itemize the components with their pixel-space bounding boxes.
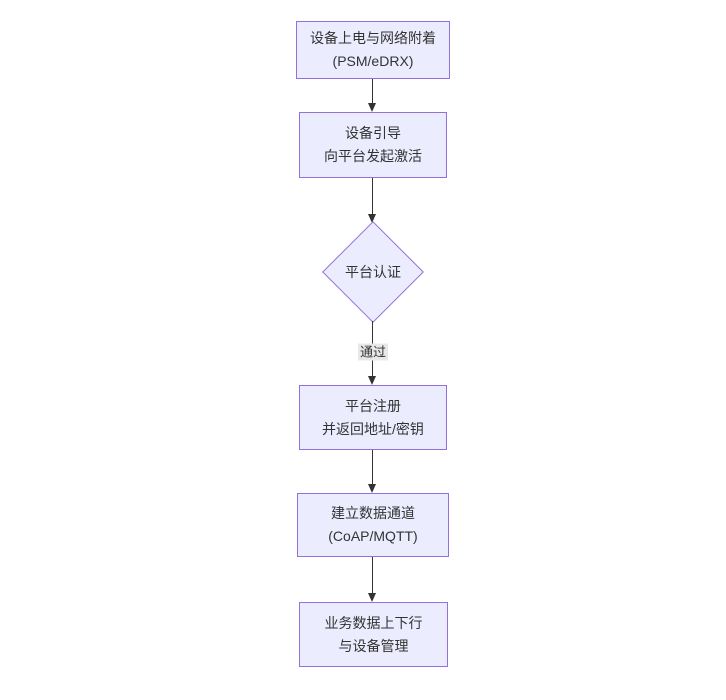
edge-power-to-bootstrap bbox=[372, 79, 373, 104]
arrowhead-down-icon bbox=[368, 376, 376, 385]
edge-label-pass: 通过 bbox=[357, 343, 389, 361]
node-channel-line2: (CoAP/MQTT) bbox=[328, 528, 418, 544]
node-bootstrap-line2: 向平台发起激活 bbox=[324, 148, 422, 164]
node-platform-auth-label: 平台认证 bbox=[345, 264, 401, 280]
arrowhead-down-icon bbox=[368, 214, 376, 223]
node-channel: 建立数据通道 (CoAP/MQTT) bbox=[297, 493, 449, 557]
node-business-line2: 与设备管理 bbox=[338, 637, 409, 654]
node-business: 业务数据上下行 与设备管理 bbox=[299, 602, 448, 667]
node-bootstrap-line1: 设备引导 bbox=[345, 125, 401, 141]
arrowhead-down-icon bbox=[368, 103, 376, 112]
node-register-line2: 并返回地址/密钥 bbox=[322, 420, 424, 437]
node-platform-auth: 平台认证 bbox=[322, 221, 424, 323]
arrowhead-down-icon bbox=[368, 593, 376, 602]
edge-bootstrap-to-auth bbox=[372, 178, 373, 215]
node-channel-line1: 建立数据通道 bbox=[331, 505, 415, 521]
node-register: 平台注册 并返回地址/密钥 bbox=[299, 385, 447, 450]
edge-channel-to-business bbox=[372, 557, 373, 594]
node-power-attach-line1: 设备上电与网络附着 bbox=[310, 30, 436, 46]
edge-register-to-channel bbox=[372, 450, 373, 485]
node-bootstrap: 设备引导 向平台发起激活 bbox=[299, 112, 447, 178]
node-power-attach: 设备上电与网络附着 (PSM/eDRX) bbox=[296, 21, 450, 79]
node-register-line1: 平台注册 bbox=[345, 397, 401, 414]
node-business-line1: 业务数据上下行 bbox=[324, 614, 423, 631]
arrowhead-down-icon bbox=[368, 484, 376, 493]
node-power-attach-line2: (PSM/eDRX) bbox=[332, 53, 414, 69]
